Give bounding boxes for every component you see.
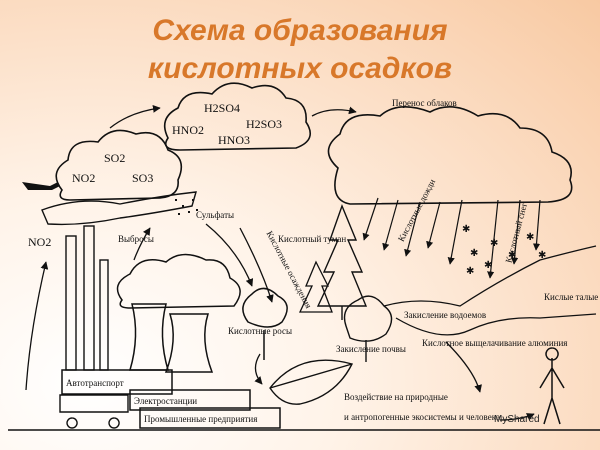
power-plant-building bbox=[129, 389, 251, 411]
conifer-tree-1 bbox=[316, 204, 368, 320]
chimney-1 bbox=[65, 235, 77, 371]
arrow-deposit-down bbox=[205, 223, 254, 287]
hills-water bbox=[383, 245, 597, 336]
smoke-plume bbox=[41, 191, 197, 226]
chem-hno2: HNO2 bbox=[172, 123, 204, 137]
svg-text:✱: ✱ bbox=[466, 266, 474, 277]
svg-text:✱: ✱ bbox=[508, 250, 516, 261]
smoke-cloud-center bbox=[116, 253, 241, 309]
human-figure-icon bbox=[539, 347, 565, 425]
label-acid-fog: Кислотный туман bbox=[278, 234, 346, 244]
cooling-tower-1 bbox=[128, 303, 170, 371]
conifer-tree-2 bbox=[298, 260, 333, 313]
chem-so3: SO3 bbox=[132, 171, 153, 185]
label-transport: Автотранспорт bbox=[66, 378, 124, 388]
diagram-title-line1: Схема образования bbox=[152, 14, 448, 47]
leaf-icon bbox=[269, 359, 354, 405]
label-aluminum-leaching: Кислотное выщелачивание алюминия bbox=[422, 338, 567, 348]
arrow-leaf bbox=[254, 353, 263, 385]
label-cloud-transfer: Перенос облаков bbox=[392, 98, 457, 108]
svg-text:✱: ✱ bbox=[538, 250, 546, 261]
acid-snow-flakes: ✱ ✱ ✱ ✱ ✱ ✱ ✱ ✱ bbox=[462, 224, 546, 277]
sulfate-particles bbox=[175, 199, 198, 215]
label-power-plants: Электростанции bbox=[134, 396, 197, 406]
chem-h2so4: H2SO4 bbox=[204, 101, 240, 115]
arrow-water-to-impact bbox=[445, 341, 482, 393]
label-soil-acidification: Закисление почвы bbox=[336, 344, 406, 354]
arrow-emissions-up bbox=[133, 227, 151, 261]
industry-building bbox=[139, 407, 281, 429]
cooling-tower-2 bbox=[164, 313, 214, 373]
transport-building bbox=[61, 369, 173, 395]
label-water-acidification: Закисление водоемов bbox=[404, 310, 486, 320]
label-sulfates: Сульфаты bbox=[196, 210, 234, 220]
chem-so2: SO2 bbox=[104, 151, 125, 165]
chem-hno3: HNO3 bbox=[218, 133, 250, 147]
label-industry: Промышленные предприятия bbox=[144, 414, 257, 424]
chimney-3 bbox=[99, 259, 109, 371]
acid-cloud-top bbox=[163, 82, 312, 151]
chem-no2-cloud: NO2 bbox=[72, 171, 95, 185]
chem-h2so3: H2SO3 bbox=[246, 117, 282, 131]
label-impact-line2: и антропогенные экосистемы и человека bbox=[344, 412, 500, 422]
diagram-title-line2: кислотных осадков bbox=[147, 52, 453, 85]
svg-text:✱: ✱ bbox=[484, 260, 492, 271]
label-acid-rain: Кислотные дожди bbox=[396, 177, 437, 243]
arrow-impact-to-human bbox=[499, 413, 535, 421]
transfer-cloud-right bbox=[327, 106, 573, 205]
chem-no2-left: NO2 bbox=[28, 235, 51, 249]
svg-text:✱: ✱ bbox=[462, 224, 470, 235]
emission-cloud-left bbox=[55, 129, 183, 201]
label-emissions: Выбросы bbox=[118, 234, 154, 244]
airplane-icon bbox=[22, 182, 60, 190]
arrow-fog-down bbox=[239, 227, 274, 303]
arrow-left-up bbox=[25, 261, 49, 391]
tree-dew bbox=[242, 287, 288, 360]
svg-text:✱: ✱ bbox=[470, 248, 478, 259]
arrow-acids-to-transfer bbox=[311, 106, 357, 117]
label-acid-melt-water: Кислые талые воды bbox=[544, 292, 600, 302]
arrow-cloud-to-acids bbox=[109, 105, 161, 129]
svg-text:✱: ✱ bbox=[490, 238, 498, 249]
svg-text:✱: ✱ bbox=[526, 232, 534, 243]
acid-rain-lines bbox=[362, 197, 541, 279]
label-impact-line1: Воздействие на природные bbox=[344, 392, 448, 402]
chimney-2 bbox=[83, 225, 95, 371]
watermark: MyShared bbox=[494, 414, 540, 425]
truck-icon bbox=[59, 394, 129, 429]
label-acid-dew: Кислотные росы bbox=[228, 326, 292, 336]
